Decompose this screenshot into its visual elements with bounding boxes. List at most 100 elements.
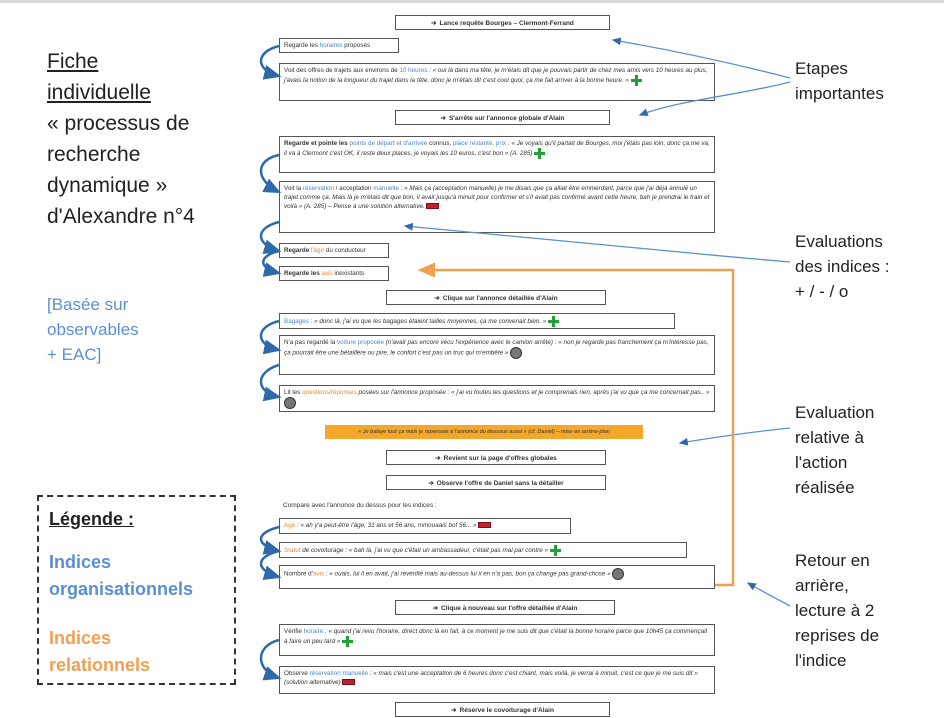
action-label: S'arrête sur l'annonce globale d'Alain [448, 115, 565, 122]
keyword-relational: Age [284, 522, 296, 529]
action-label: Lance requête Bourges – Clermont-Ferrand [439, 20, 574, 27]
box-text: du conducteur [324, 247, 366, 254]
indice-box: Regarde l'âge du conducteur [279, 243, 389, 258]
annotation-line: réalisée [795, 478, 855, 497]
flow-arrow [259, 363, 282, 402]
title-line: d'Alexandre n°4 [47, 205, 195, 228]
flow-arrow [259, 549, 282, 580]
box-text: / acceptation [334, 185, 374, 192]
annotation-pointer [678, 427, 791, 446]
minus-icon [478, 522, 492, 529]
box-text: Observe [284, 670, 310, 677]
box-text: : « donc là, j'ai vu que les bagages éta… [308, 318, 547, 326]
action-box: ➔Clique sur l'annonce détaillée d'Alain [386, 290, 606, 305]
based-line: [Basée sur [47, 295, 129, 314]
box-text: : « ouais, lui il en avait, j'ai revérif… [324, 570, 611, 578]
legend-org-line: Indices [49, 552, 112, 572]
box-text: connus, [427, 140, 453, 147]
plus-icon [548, 316, 560, 327]
keyword-organisational: 10 heures [399, 67, 428, 74]
keyword-relational: questions/réponses [302, 389, 357, 396]
box-text: inexistants [332, 270, 365, 277]
annotation-line: Evaluation [795, 403, 875, 422]
box-text: Regarde [284, 247, 311, 254]
arrow-right-icon: ➔ [440, 115, 446, 122]
annotation-line: + / - / o [795, 282, 849, 301]
indice-box: Observe réservation manuelle : « mais c'… [279, 666, 715, 694]
annotation-line: des indices : [795, 257, 890, 276]
top-border [0, 0, 944, 3]
flow-arrow [259, 153, 282, 194]
arrow-right-icon: ➔ [431, 20, 437, 27]
action-box: ➔Observe l'offre de Daniel sans la détai… [386, 475, 606, 490]
legend-rel-line: relationnels [49, 655, 151, 675]
keyword-organisational: horaire [303, 628, 324, 635]
indice-box: N'a pas regardé la voiture proposée (n'a… [279, 335, 715, 375]
action-box: ➔Clique à nouveau sur l'offre détaillée … [395, 600, 615, 615]
indice-box: Vérifie horaire : « quand j'ai revu l'ho… [279, 624, 715, 656]
annotation-pointer [611, 37, 791, 79]
flow-arrow [259, 44, 282, 80]
keyword-organisational: manuelle [373, 185, 399, 192]
box-text: N'a pas regardé la [284, 339, 338, 346]
title-line: individuelle [47, 81, 151, 104]
box-text: Regarde les [284, 42, 320, 49]
action-label: Revient sur la page d'offres globales [443, 455, 557, 462]
plus-icon [534, 148, 546, 159]
arrow-right-icon: ➔ [432, 605, 439, 612]
annotation-evaluation-relative: Evaluation relative à l'action réalisée [795, 400, 935, 500]
compare-label: Compare avec l'annonce du dessus pour le… [283, 502, 437, 509]
action-label: Observe l'offre de Daniel sans la détail… [436, 480, 564, 487]
annotation-line: importantes [795, 84, 884, 103]
box-text: Regarde les [284, 270, 322, 277]
indice-box: Regarde et pointe les points de départ e… [279, 136, 715, 173]
annotation-evaluations: Evaluations des indices : + / - / o [795, 229, 935, 304]
keyword-relational: l'âge [310, 247, 325, 254]
annotation-line: l'action [795, 453, 848, 472]
box-text: : « mais c'est une acceptation de 6 heur… [284, 670, 698, 686]
indice-box: Regarde les horaires proposés [279, 38, 399, 53]
box-text: Nombre d' [284, 570, 313, 578]
annotation-line: relative à [795, 428, 864, 447]
legend: Légende : Indices organisationnels Indic… [37, 495, 236, 685]
action-box: ➔Réserve le covoiturage d'Alain [395, 702, 610, 717]
annotation-pointer [746, 582, 791, 607]
box-text: Voit des offres de trajets aux environs … [284, 67, 400, 74]
background-note: « Je balaye tout ça mais je repensais à … [325, 425, 643, 439]
based-line: observables [47, 320, 139, 339]
action-box: ➔Lance requête Bourges – Clermont-Ferran… [395, 15, 610, 30]
box-text: Regarde et pointe les [284, 140, 350, 147]
neutral-icon [284, 397, 296, 409]
keyword-organisational: Bagages [284, 318, 309, 326]
box-text: proposés [342, 42, 371, 49]
box-text: de covoiturage : « bah là, j'ai vu que c… [300, 547, 549, 555]
annotation-line: l'indice [795, 651, 847, 670]
title-line: recherche [47, 143, 141, 166]
plus-icon [342, 636, 354, 647]
legend-title: Légende : [49, 509, 135, 529]
indice-box: Age : « ah y'a peut-être l'âge, 31 ans e… [279, 518, 571, 534]
indice-box: Voit la réservation / acceptation manuel… [279, 181, 715, 233]
title-line: « processus de [47, 112, 190, 135]
keyword-organisational: voiture proposée [337, 339, 384, 346]
annotation-line: reprises de [795, 626, 880, 645]
based-line: + EAC] [47, 345, 102, 364]
title-line: dynamique » [47, 174, 168, 197]
arrow-right-icon: ➔ [435, 455, 441, 462]
neutral-icon [510, 347, 523, 359]
legend-relational: Indices relationnels [49, 625, 234, 679]
box-text: : « oui là dans ma tête, je m'étais dit … [284, 67, 708, 85]
indice-box: Nombre d'avis : « ouais, lui il en avait… [279, 565, 715, 589]
legend-org-line: organisationnels [49, 579, 194, 599]
box-text: posées sur l'annonce proposée : « j'ai v… [356, 389, 710, 396]
indice-box: Voit des offres de trajets aux environs … [279, 63, 715, 101]
action-label: Réserve le covoiturage d'Alain [459, 707, 554, 714]
annotation-pointer [638, 81, 791, 116]
keyword-organisational: place restante, prix [452, 140, 507, 147]
annotation-line: arrière, [795, 576, 849, 595]
flow-arrow [259, 638, 282, 681]
plus-icon [630, 75, 642, 86]
box-text: : « Je voyais qu'il partait de Bourges, … [284, 140, 710, 158]
minus-icon [426, 203, 440, 210]
action-box: ➔S'arrête sur l'annonce globale d'Alain [395, 110, 610, 125]
